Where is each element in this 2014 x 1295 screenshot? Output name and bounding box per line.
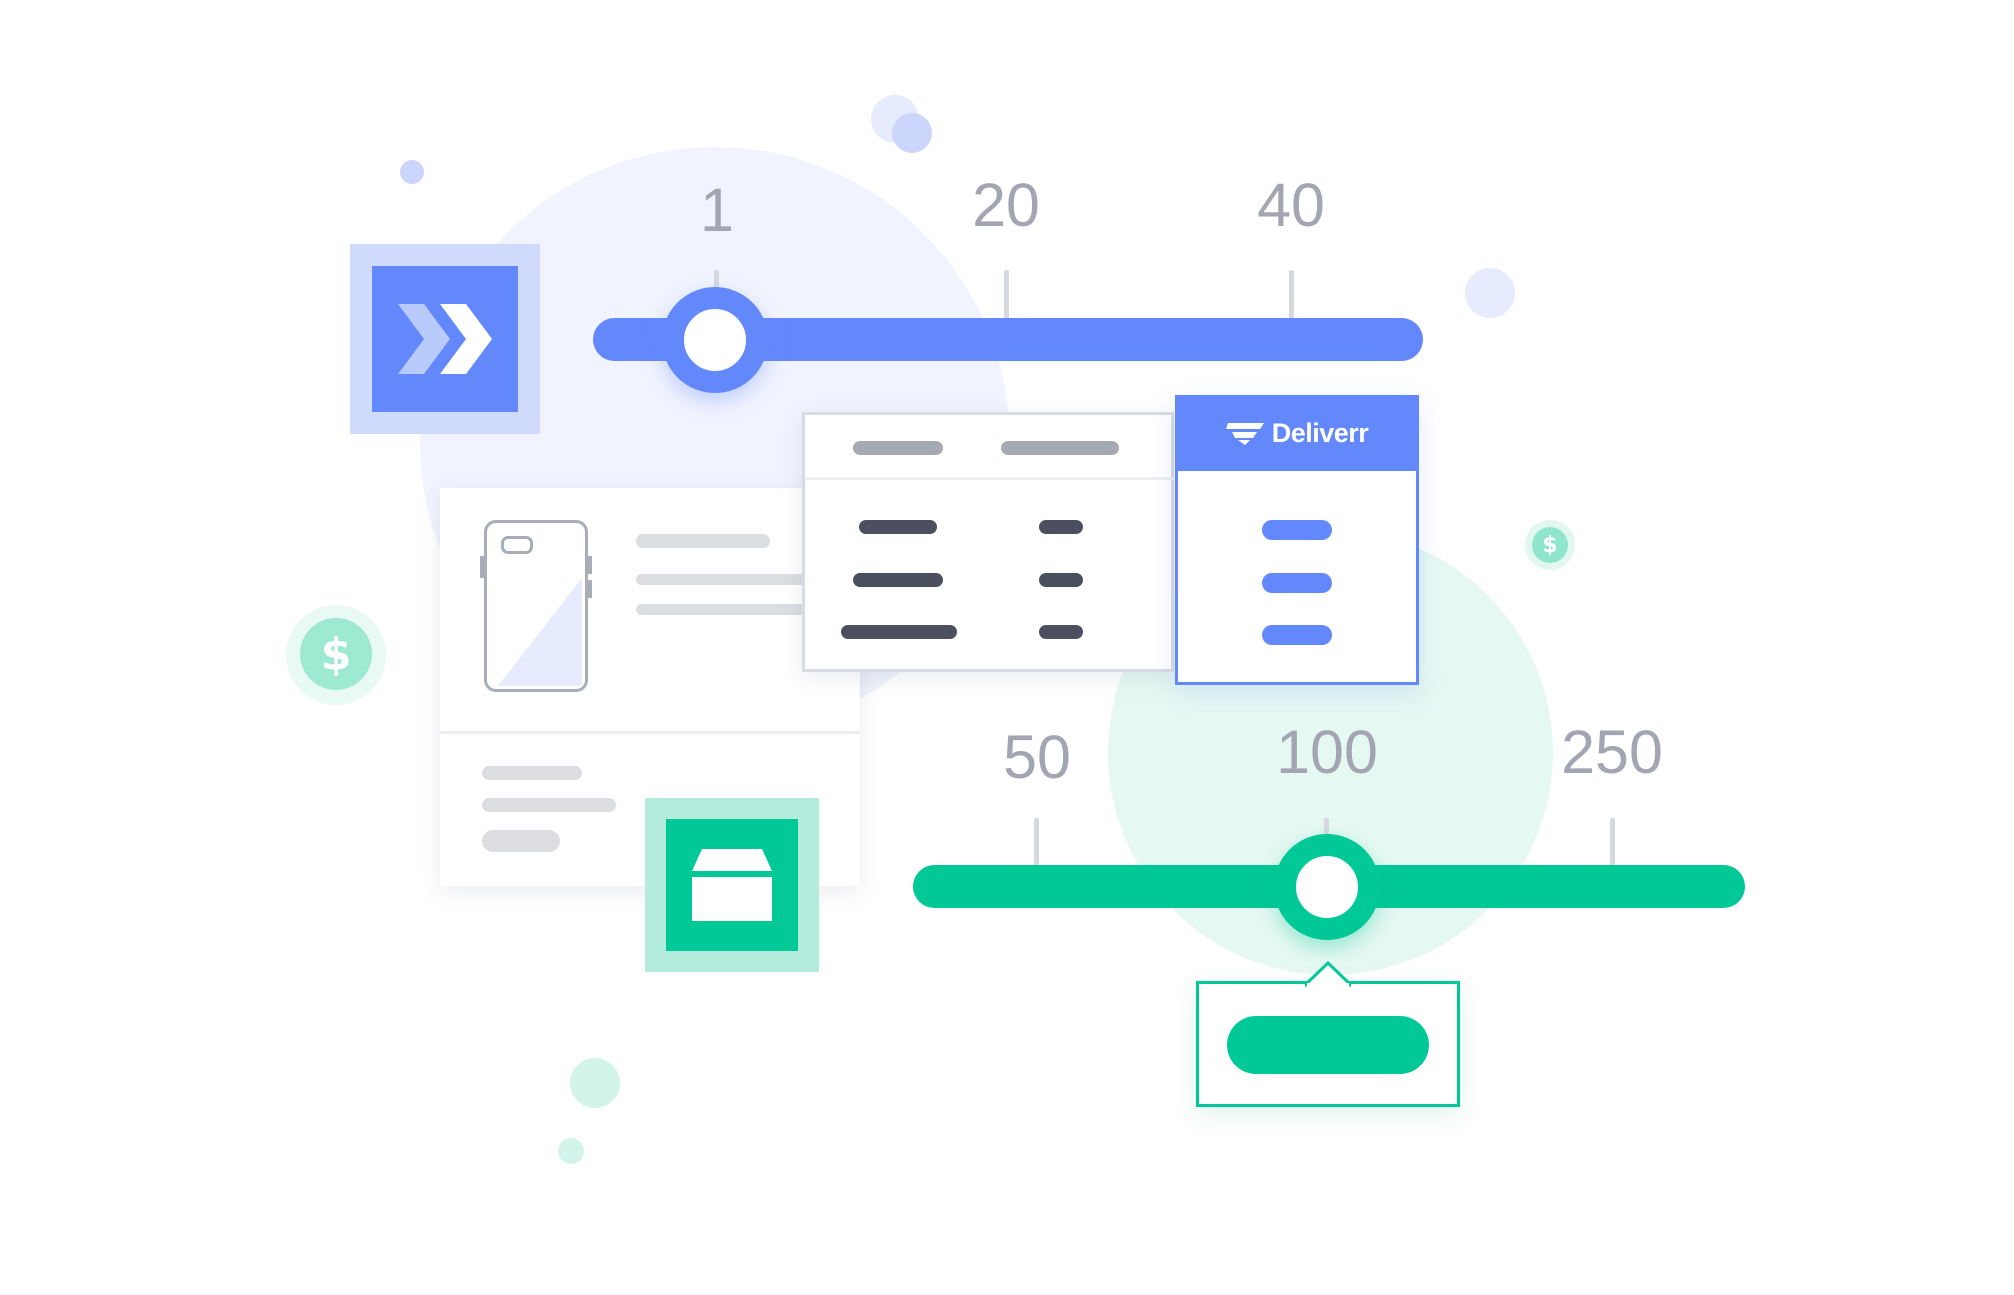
placeholder-text-line (482, 798, 616, 812)
deliverr-logo-icon (1225, 423, 1264, 445)
table-cell-placeholder (841, 625, 957, 639)
dollar-symbol: $ (320, 628, 352, 680)
decor-dot (570, 1058, 620, 1108)
phone-side-button (588, 580, 592, 598)
phone-side-button (588, 556, 592, 574)
top-slider-thumb[interactable] (662, 287, 768, 393)
brand-name: Deliverr (1271, 417, 1369, 448)
top-slider-tick-mark (1289, 270, 1294, 320)
bottom-slider-tick-label: 250 (1561, 718, 1663, 786)
box-tile (645, 798, 819, 972)
fast-forward-tile (350, 244, 540, 434)
top-slider-tick-label: 1 (700, 176, 734, 244)
dollar-symbol: $ (1542, 532, 1558, 558)
decor-dot (558, 1138, 584, 1164)
slider-tooltip (1196, 961, 1460, 1107)
dollar-coin-icon: $ (1532, 527, 1568, 563)
table-cell-placeholder (1039, 625, 1083, 639)
bottom-slider-tick-label: 100 (1276, 718, 1378, 786)
double-chevron-icon (398, 304, 492, 374)
placeholder-text-line (636, 604, 816, 615)
bottom-slider-tick-mark (1034, 818, 1039, 868)
fast-forward-tile-inner (372, 266, 518, 412)
bottom-slider-thumb[interactable] (1274, 834, 1380, 940)
box-tile-inner (666, 819, 798, 951)
phone-icon (484, 520, 588, 692)
deliverr-header: Deliverr (1175, 395, 1419, 471)
table-cell-placeholder (853, 573, 943, 587)
tooltip-pill (1227, 1016, 1429, 1074)
decor-dot (892, 113, 932, 153)
phone-side-button (480, 556, 484, 578)
deliverr-cell-placeholder (1262, 573, 1332, 593)
box-icon (692, 849, 772, 921)
table-header-placeholder (1001, 441, 1119, 455)
table-cell-placeholder (859, 520, 937, 534)
decor-dot (400, 160, 424, 184)
deliverr-cell-placeholder (1262, 625, 1332, 645)
top-slider-tick-label: 20 (972, 171, 1040, 239)
deliverr-column: Deliverr (1175, 395, 1419, 685)
bottom-slider-tick-label: 50 (1003, 723, 1071, 791)
table-header-placeholder (853, 441, 943, 455)
placeholder-text-line (636, 534, 770, 548)
top-slider-tick-mark (1004, 270, 1009, 320)
table-cell-placeholder (1039, 573, 1083, 587)
placeholder-text-line (636, 574, 816, 585)
placeholder-text-line (482, 830, 560, 852)
dollar-coin-icon: $ (300, 618, 372, 690)
comparison-table (802, 412, 1177, 672)
decor-dot (1465, 268, 1515, 318)
table-cell-placeholder (1039, 520, 1083, 534)
card-divider (440, 731, 860, 734)
deliverr-cell-placeholder (1262, 520, 1332, 540)
table-header-divider (805, 477, 1177, 480)
tooltip-pointer (1305, 961, 1351, 987)
top-slider-tick-label: 40 (1257, 171, 1325, 239)
placeholder-text-line (482, 766, 582, 780)
bottom-slider-tick-mark (1610, 818, 1615, 868)
